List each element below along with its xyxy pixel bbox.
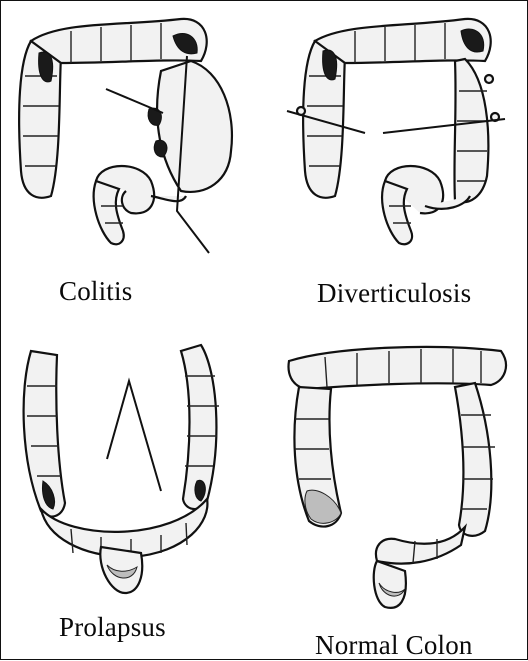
prolapsus-illustration (1, 331, 265, 611)
caption-normal-colon: Normal Colon (315, 630, 473, 661)
caption-prolapsus: Prolapsus (59, 612, 166, 643)
panel-prolapsus: Prolapsus (1, 331, 265, 661)
colitis-illustration (1, 1, 265, 281)
panel-colitis: Colitis (1, 1, 265, 331)
caption-diverticulosis: Diverticulosis (317, 278, 471, 309)
panel-diverticulosis: Diverticulosis (265, 1, 528, 331)
normal-colon-illustration (265, 331, 528, 611)
panel-normal-colon: Normal Colon (265, 331, 528, 661)
caption-colitis: Colitis (59, 276, 132, 307)
diverticulosis-illustration (265, 1, 528, 281)
